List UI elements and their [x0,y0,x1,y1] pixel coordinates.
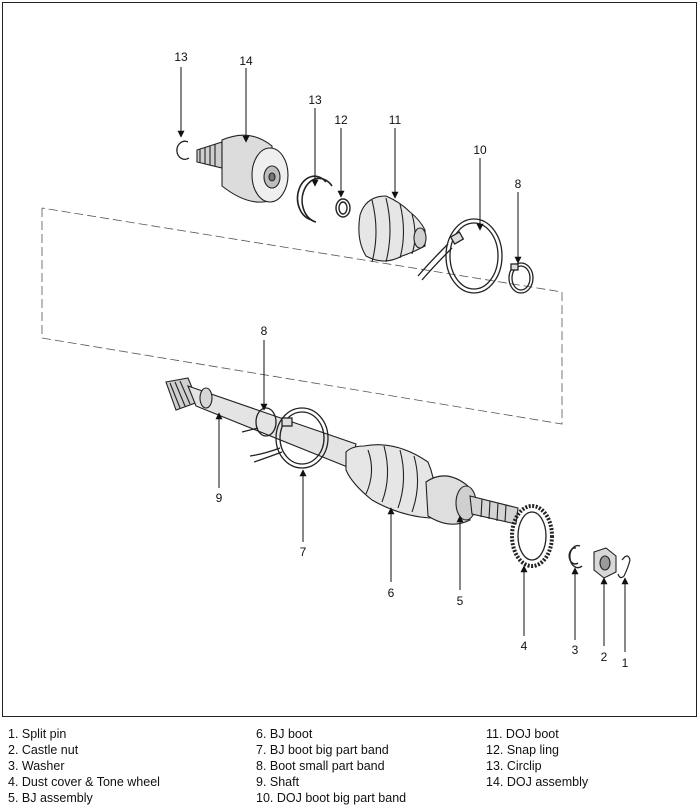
legend-column-2: 6. BJ boot 7. BJ boot big part band 8. B… [256,726,406,806]
legend-item-4: 4. Dust cover & Tone wheel [8,775,160,789]
callout-12: 12 [334,113,348,127]
callout-13a: 13 [174,50,188,64]
callout-6: 6 [388,586,395,600]
callout-leaders [177,67,629,652]
legend-item-2: 2. Castle nut [8,743,79,757]
bj-boot-part [345,444,436,519]
legend-item-8: 8. Boot small part band [256,759,385,773]
boot-small-band-part [508,262,534,294]
callout-14: 14 [239,54,253,68]
parts-legend: 1. Split pin 2. Castle nut 3. Washer 4. … [6,726,696,806]
legend-item-14: 14. DOJ assembly [486,775,589,789]
callout-labels: 13 14 13 12 11 10 8 8 9 7 6 5 4 3 2 1 [174,50,628,670]
castle-nut-part [593,547,617,579]
legend-item-5: 5. BJ assembly [8,791,93,805]
callout-10: 10 [473,143,487,157]
callout-11: 11 [389,113,402,127]
legend-item-9: 9. Shaft [256,775,300,789]
bj-assembly-part [425,475,519,525]
split-pin-part [617,555,631,579]
legend-item-12: 12. Snap ling [486,743,559,757]
diagram-frame [2,2,697,717]
legend-column-1: 1. Split pin 2. Castle nut 3. Washer 4. … [8,726,160,806]
assembly-dashed-outline [41,207,563,425]
callout-3: 3 [572,643,579,657]
callout-5: 5 [457,594,464,608]
washer-part [568,544,583,569]
doj-boot-big-band-part [417,218,503,294]
legend-item-1: 1. Split pin [8,727,67,741]
tone-wheel-part [510,504,554,568]
shaft-part [165,377,357,469]
callout-4: 4 [521,639,528,653]
bj-boot-big-band-part [249,407,329,469]
callout-9: 9 [216,491,223,505]
callout-8b: 8 [261,324,268,338]
callout-7: 7 [300,545,307,559]
callout-1: 1 [622,656,629,670]
legend-item-11: 11. DOJ boot [486,727,559,741]
exploded-view-drawing: 13 14 13 12 11 10 8 8 9 7 6 5 4 3 2 1 [41,50,631,670]
legend-item-7: 7. BJ boot big part band [256,743,389,757]
legend-item-3: 3. Washer [8,759,65,773]
callout-2: 2 [601,650,608,664]
legend-item-13: 13. Circlip [486,759,542,773]
legend-column-3: 11. DOJ boot 12. Snap ling 13. Circlip 1… [486,726,588,790]
circlip-part [176,140,190,160]
snap-ring-part [335,198,351,218]
doj-assembly-part [196,134,289,203]
callout-13b: 13 [308,93,322,107]
legend-item-6: 6. BJ boot [256,727,313,741]
circlip-part-2 [296,175,333,223]
doj-boot-part [358,195,427,263]
legend-item-10: 10. DOJ boot big part band [256,791,407,805]
callout-8a: 8 [515,177,522,191]
